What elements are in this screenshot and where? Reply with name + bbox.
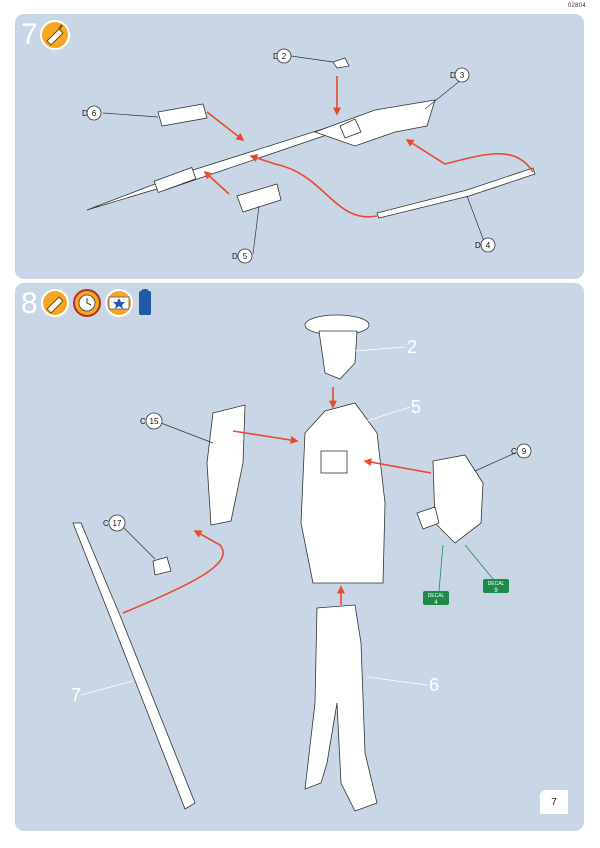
part-label-c17: 17 [113, 519, 122, 528]
svg-text:DECAL: DECAL [428, 593, 445, 599]
part-label-c9: 9 [522, 447, 527, 456]
step-7-illustration: D 2 D 3 D 6 D 5 D 4 [40, 20, 536, 264]
part-d2 [332, 57, 350, 69]
part-d6 [157, 103, 208, 127]
part-label-d5: 5 [243, 252, 248, 261]
page-number: 7 [540, 790, 568, 814]
part-label-d3: 3 [460, 71, 465, 80]
part-label-c9-sprue: C [511, 447, 517, 456]
part-label-c15: 15 [150, 417, 159, 426]
part-label-d6: 6 [92, 109, 97, 118]
svg-text:4: 4 [434, 600, 438, 606]
subassembly-label-6: 6 [429, 675, 439, 695]
part-label-c15-sprue: C [140, 417, 146, 426]
assembly-arrows [122, 387, 432, 614]
legs-part [304, 604, 378, 812]
water-icon [139, 289, 151, 315]
part-label-c17-sprue: C [103, 519, 109, 528]
rifle-assembly [72, 522, 196, 810]
wait-clock-icon [73, 289, 101, 317]
part-d4 [376, 167, 536, 219]
part-label-d3-sprue: D [450, 71, 456, 80]
part-label-d6-sprue: D [82, 109, 88, 118]
subassembly-label-2: 2 [407, 337, 417, 357]
part-label-d2: 2 [282, 52, 287, 61]
step-8-number: 8 [21, 287, 38, 320]
glue-icon [40, 20, 70, 50]
step-7-number: 7 [21, 18, 38, 51]
subassembly-label-5: 5 [411, 397, 421, 417]
document-code: 02804 [567, 3, 586, 9]
torso-part [300, 402, 386, 584]
part-label-d5-sprue: D [232, 252, 238, 261]
part-label-d4-sprue: D [475, 241, 481, 250]
part-label-d2-sprue: D [273, 52, 279, 61]
step-8-illustration: DECAL 4 DECAL 9 2 5 [41, 289, 532, 812]
subassembly-label-7: 7 [71, 685, 81, 705]
step-7-panel: 7 [15, 14, 584, 279]
arm-part [206, 404, 246, 526]
glue-icon [41, 289, 69, 317]
sleeve-part [416, 454, 484, 544]
svg-text:9: 9 [494, 588, 498, 594]
svg-text:DECAL: DECAL [488, 581, 505, 587]
head-part [304, 314, 370, 380]
decal-apply-icon [105, 289, 133, 317]
part-d5 [236, 183, 282, 213]
decal-badge-9: DECAL 9 [483, 579, 509, 594]
hand-part [152, 556, 172, 576]
assembly-arrows [203, 76, 534, 218]
step-8-panel: 8 [15, 283, 584, 831]
decal-badge-4: DECAL 4 [423, 591, 449, 606]
part-label-d4: 4 [486, 241, 491, 250]
